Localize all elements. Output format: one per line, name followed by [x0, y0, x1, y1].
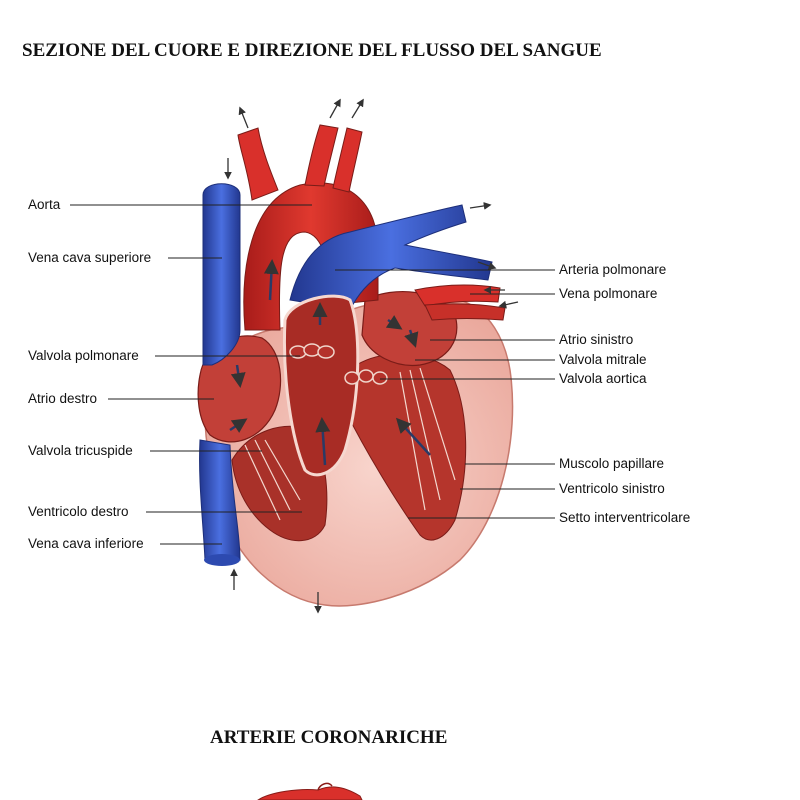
vena-polmonare-vessel [414, 284, 501, 307]
secondary-title: ARTERIE CORONARICHE [210, 727, 448, 748]
label-arteria-polmonare: Arteria polmonare [559, 262, 667, 277]
label-atrio-sinistro: Atrio sinistro [559, 332, 634, 347]
arteria-polmonare-vessel [289, 204, 493, 311]
label-vena-cava-inferiore: Vena cava inferiore [28, 536, 144, 551]
rv-outflow [283, 294, 360, 477]
label-atrio-destro: Atrio destro [28, 391, 98, 406]
label-ventricolo-sinistro: Ventricolo sinistro [559, 481, 665, 496]
label-vena-cava-superiore: Vena cava superiore [28, 250, 152, 265]
label-setto-interventricolare: Setto interventricolare [559, 510, 691, 525]
label-valvola-mitrale: Valvola mitrale [559, 352, 647, 367]
label-aorta: Aorta [28, 197, 61, 212]
label-valvola-polmonare: Valvola polmonare [28, 348, 139, 363]
vena-cava-superiore-vessel [202, 183, 241, 366]
label-vena-polmonare: Vena polmonare [559, 286, 658, 301]
coronary-artery-preview [257, 782, 363, 800]
label-muscolo-papillare: Muscolo papillare [559, 456, 665, 471]
label-valvola-tricuspide: Valvola tricuspide [28, 443, 133, 458]
diagram-title: SEZIONE DEL CUORE E DIREZIONE DEL FLUSSO… [22, 40, 602, 61]
valvola-aortica-valve [344, 369, 388, 385]
label-ventricolo-destro: Ventricolo destro [28, 504, 129, 519]
valvola-polmonare-valve [289, 343, 335, 359]
label-valvola-aortica: Valvola aortica [559, 371, 647, 386]
